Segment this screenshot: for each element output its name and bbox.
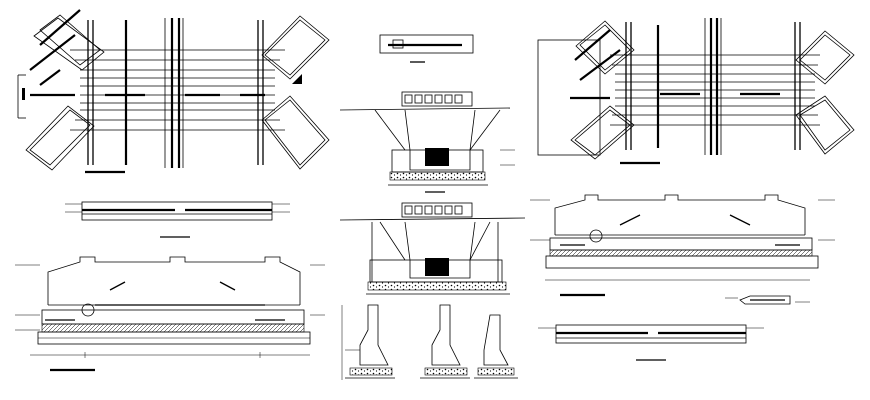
elevation-left xyxy=(15,256,325,372)
wing-wall-bottom-left xyxy=(25,105,95,171)
plan-view-right xyxy=(537,18,855,165)
detail-small-right xyxy=(725,295,810,305)
pier-lines xyxy=(87,18,264,168)
cross-section-bottom xyxy=(339,202,526,295)
elevation-right xyxy=(530,194,835,297)
wing-wall-bottom-left-r xyxy=(570,105,635,160)
wing-wall-bottom-right xyxy=(261,95,330,170)
pier-lines-r xyxy=(625,18,801,155)
wing-wall-top-right-r xyxy=(795,30,855,85)
deck-lines xyxy=(30,49,285,131)
plan-view-left xyxy=(17,9,330,174)
wing-wall-bottom-right-r xyxy=(795,95,855,155)
dimension-bracket xyxy=(17,74,26,119)
section-strip-left xyxy=(65,201,290,238)
cross-section-top xyxy=(339,91,515,193)
pier-details xyxy=(341,304,518,380)
wing-wall-top-left-r xyxy=(574,20,635,81)
wing-wall-top-left xyxy=(29,9,105,86)
wing-wall-top-right xyxy=(261,15,330,80)
keyplan-box xyxy=(379,34,474,63)
north-arrow-icon xyxy=(292,74,302,84)
section-strip-right xyxy=(538,324,764,361)
deck-lines-r xyxy=(570,54,820,126)
